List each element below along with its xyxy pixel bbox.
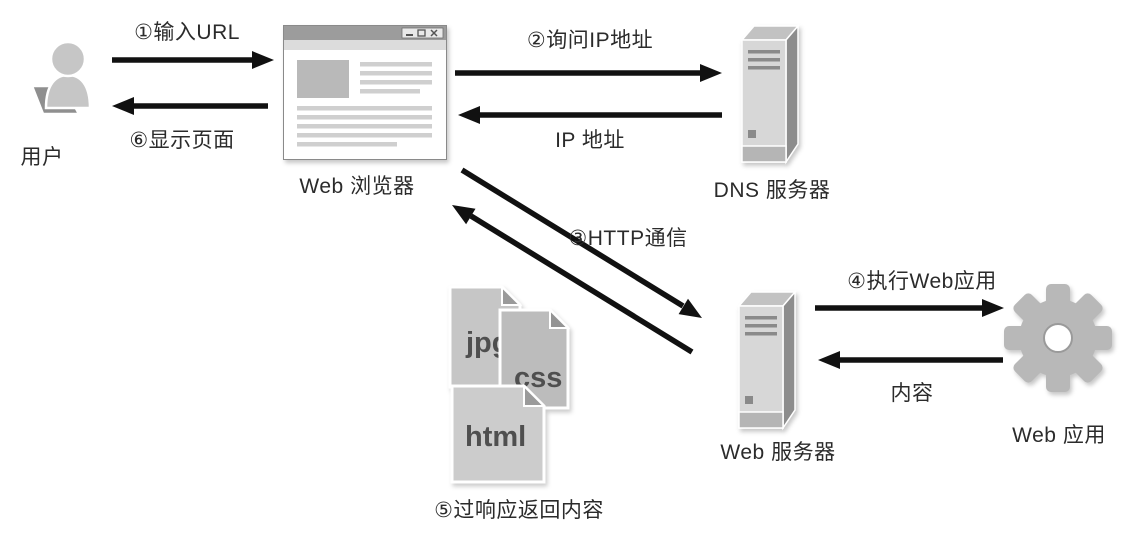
browser-toolbar xyxy=(284,40,446,50)
web-app-label: Web 应用 xyxy=(1012,424,1106,447)
arrow-step4-run-app xyxy=(815,299,1004,317)
file-html-icon: html xyxy=(450,383,547,484)
web-server-label: Web 服务器 xyxy=(720,441,836,464)
gear-icon xyxy=(1004,284,1112,392)
user-label: 用户 xyxy=(20,146,64,169)
user-icon xyxy=(30,40,92,116)
content-response-label: 内容 xyxy=(890,382,934,405)
file-html-label: html xyxy=(465,421,526,453)
close-icon xyxy=(430,29,438,37)
arrow-step1-input-url xyxy=(112,51,274,69)
files-icon: jpg css html xyxy=(448,284,571,484)
dns-label: DNS 服务器 xyxy=(713,179,831,202)
arrow-step6-show-page xyxy=(112,97,268,115)
files-caption: ⑤过响应返回内容 xyxy=(434,499,604,522)
window-controls-box xyxy=(401,27,444,39)
maximize-icon xyxy=(417,29,426,37)
page-text-lines xyxy=(297,62,432,147)
step4-label: ④执行Web应用 xyxy=(847,270,997,293)
dns-server-icon xyxy=(741,25,799,163)
step2-label: ②询问IP地址 xyxy=(526,29,654,52)
page-image-placeholder xyxy=(297,60,349,98)
step6-label: ⑥显示页面 xyxy=(129,129,235,152)
web-server-icon xyxy=(738,291,796,429)
user-head xyxy=(49,40,87,78)
gear-hole xyxy=(1043,323,1073,353)
browser-window-icon xyxy=(283,25,447,160)
user-body xyxy=(44,73,92,110)
arrow-step3-http-response xyxy=(452,205,694,355)
browser-label: Web 浏览器 xyxy=(299,175,415,198)
arrow-ip-response xyxy=(458,106,722,124)
arrow-step2-ask-ip xyxy=(455,64,722,82)
step1-label: ①输入URL xyxy=(134,21,240,44)
file-css-icon: css xyxy=(498,307,571,410)
ip-response-label: IP 地址 xyxy=(555,129,625,152)
arrow-step3-http-request xyxy=(460,167,702,318)
minimize-icon xyxy=(406,34,413,36)
step3-label: ③HTTP通信 xyxy=(568,227,688,250)
arrow-content-response xyxy=(818,351,1003,369)
